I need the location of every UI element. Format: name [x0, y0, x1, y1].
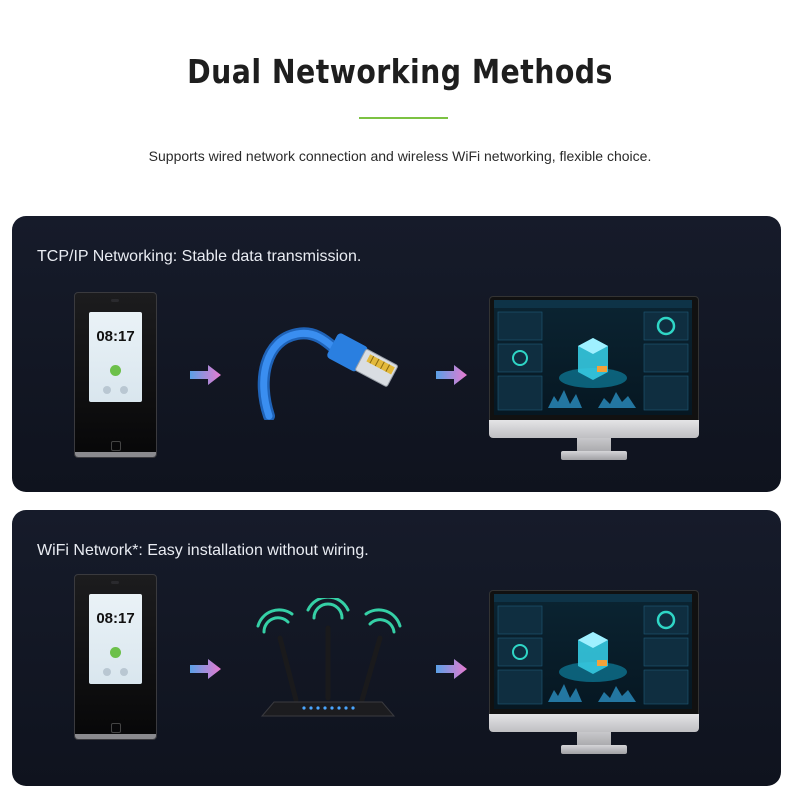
status-dot-icon: [110, 365, 121, 376]
device-time: 08:17: [96, 610, 135, 627]
arrow-right-icon: [436, 365, 467, 385]
device-base: [75, 452, 156, 457]
device-time: 08:17: [96, 328, 135, 345]
screen-button-icon: [120, 386, 128, 394]
arrow-right-icon: [190, 365, 221, 385]
ethernet-cable-icon: [257, 327, 398, 420]
camera-icon: [111, 299, 119, 302]
access-terminal-device: 08:17: [74, 292, 157, 458]
device-base: [75, 734, 156, 739]
access-terminal-device: 08:17: [74, 574, 157, 740]
screen-button-icon: [120, 668, 128, 676]
page-title: Dual Networking Methods: [187, 52, 613, 91]
screen-button-icon: [103, 668, 111, 676]
camera-icon: [111, 581, 119, 584]
device-screen: 08:17: [89, 312, 142, 402]
device-screen: 08:17: [89, 594, 142, 684]
tcpip-panel-label: TCP/IP Networking: Stable data transmiss…: [37, 248, 362, 265]
monitor-dashboard-icon: [489, 590, 699, 760]
title-underline: [359, 117, 448, 119]
keypad-icon: [111, 441, 121, 451]
screen-button-icon: [103, 386, 111, 394]
keypad-icon: [111, 723, 121, 733]
wifi-router-icon: [256, 598, 402, 717]
dashboard-screen: [494, 594, 692, 709]
status-dot-icon: [110, 647, 121, 658]
dashboard-screen: [494, 300, 692, 415]
arrow-right-icon: [436, 659, 467, 679]
tcpip-panel: TCP/IP Networking: Stable data transmiss…: [12, 216, 781, 492]
wifi-panel-label: WiFi Network*: Easy installation without…: [37, 542, 369, 559]
arrow-right-icon: [190, 659, 221, 679]
wifi-panel: WiFi Network*: Easy installation without…: [12, 510, 781, 786]
monitor-dashboard-icon: [489, 296, 699, 466]
page-subtitle: Supports wired network connection and wi…: [148, 148, 652, 164]
